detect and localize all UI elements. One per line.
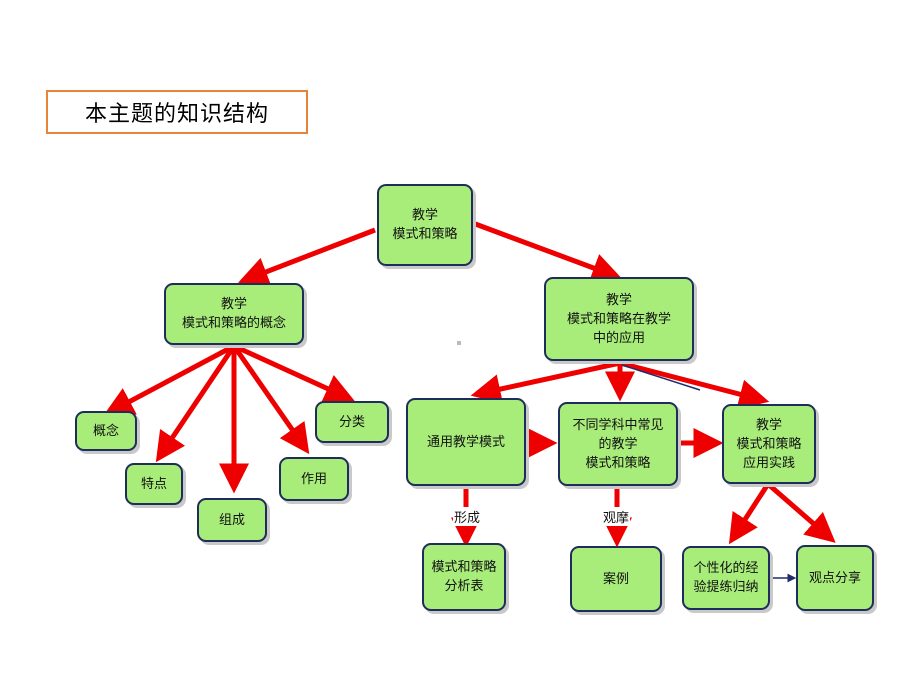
- edge-label-form: 形成: [453, 507, 482, 526]
- arrow-app-general: [470, 360, 621, 404]
- node-practice[interactable]: 教学 模式和策略 应用实践: [722, 404, 816, 484]
- node-fenlei[interactable]: 分类: [315, 401, 389, 443]
- arrow-concept-gainian: [103, 343, 236, 416]
- node-root[interactable]: 教学 模式和策略: [377, 184, 473, 266]
- center-marker: [457, 341, 461, 345]
- arrow-concept-zuoyong: [231, 344, 310, 455]
- arrow-root-application: [469, 219, 623, 283]
- edge-label-observe: 观摩: [602, 507, 631, 526]
- node-concept[interactable]: 教学 模式和策略的概念: [164, 283, 304, 345]
- arrow-practice-experience: [728, 482, 771, 545]
- arrow-practice-sharing: [766, 482, 836, 543]
- arrow-app-practice: [619, 360, 770, 409]
- arrow-root-concept: [237, 227, 376, 286]
- connector-app-tail: [621, 364, 701, 391]
- node-table[interactable]: 模式和策略 分析表: [422, 543, 506, 611]
- node-sharing[interactable]: 观点分享: [796, 545, 874, 611]
- arrow-concept-tedian: [155, 344, 237, 463]
- node-experience[interactable]: 个性化的经 验提练归纳: [682, 546, 770, 610]
- node-gainian[interactable]: 概念: [75, 411, 137, 451]
- node-cases[interactable]: 案例: [570, 546, 662, 612]
- node-tedian[interactable]: 特点: [125, 463, 183, 505]
- node-subjects[interactable]: 不同学科中常见 的教学 模式和策略: [558, 402, 678, 486]
- page-title: 本主题的知识结构: [46, 90, 308, 134]
- node-application[interactable]: 教学 模式和策略在教学 中的应用: [544, 277, 694, 361]
- node-zuoyong[interactable]: 作用: [279, 457, 349, 501]
- node-general[interactable]: 通用教学模式: [406, 398, 526, 486]
- arrow-concept-fenlei: [232, 343, 355, 403]
- node-zucheng[interactable]: 组成: [197, 498, 267, 542]
